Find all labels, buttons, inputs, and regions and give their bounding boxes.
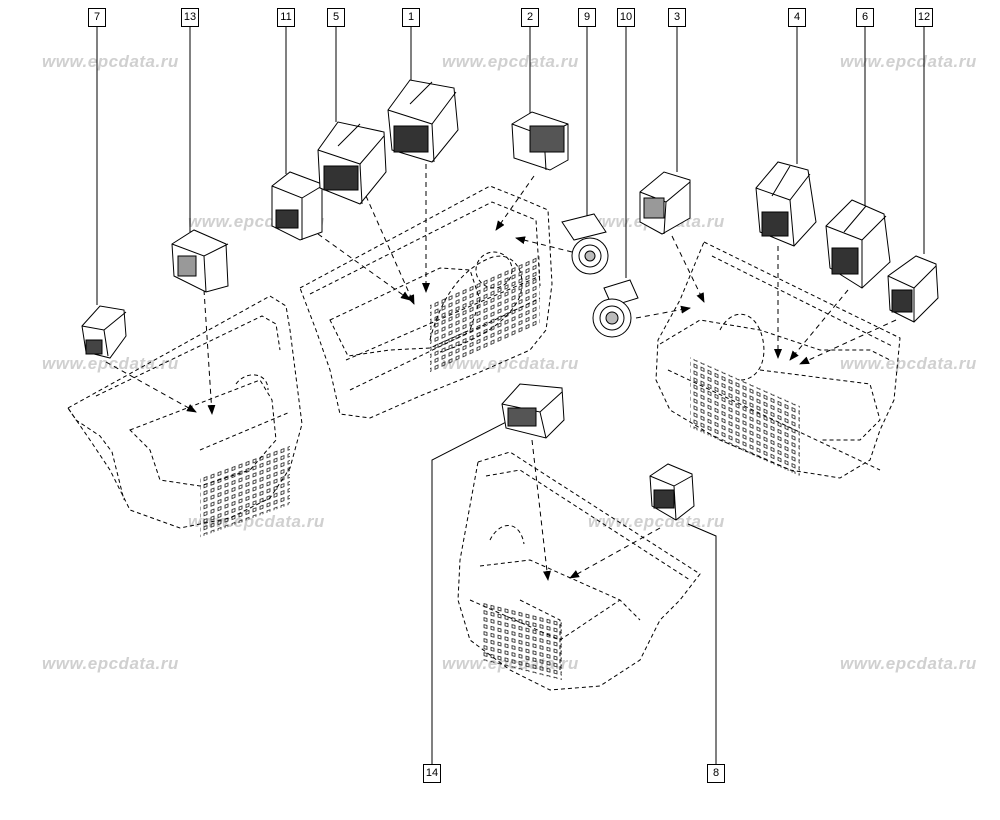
callout-11: 11	[277, 8, 295, 27]
switch-13	[171, 229, 229, 293]
watermark-7: www.epcdata.ru	[442, 354, 579, 373]
speaker-grille-2	[430, 254, 540, 374]
watermark-8: www.epcdata.ru	[840, 354, 977, 373]
callout-14: 14	[423, 764, 441, 783]
switch-9	[561, 213, 609, 275]
switch-12	[887, 255, 939, 323]
switch-1	[387, 79, 459, 163]
speaker-grille-1	[200, 444, 290, 538]
speaker-grille-4	[482, 600, 562, 681]
switch-4	[755, 161, 817, 247]
watermark-3: www.epcdata.ru	[840, 52, 977, 71]
switch-14	[501, 383, 565, 439]
callout-5: 5	[327, 8, 345, 27]
switch-3	[639, 171, 691, 235]
assembly-arrows	[105, 164, 897, 581]
watermark-2: www.epcdata.ru	[442, 52, 579, 71]
callout-13: 13	[181, 8, 199, 27]
switch-8	[649, 463, 695, 521]
callout-7: 7	[88, 8, 106, 27]
switch-10	[592, 279, 639, 338]
watermark-6: www.epcdata.ru	[42, 354, 179, 373]
leader-lines	[96, 26, 925, 764]
switch-5	[317, 121, 387, 205]
switch-11	[271, 171, 323, 241]
watermark-1: www.epcdata.ru	[42, 52, 179, 71]
callout-6: 6	[856, 8, 874, 27]
callout-4: 4	[788, 8, 806, 27]
watermark-13: www.epcdata.ru	[840, 654, 977, 673]
switch-2	[511, 111, 569, 171]
callout-9: 9	[578, 8, 596, 27]
callout-2: 2	[521, 8, 539, 27]
switch-7	[81, 305, 127, 359]
callout-10: 10	[617, 8, 635, 27]
watermark-10: www.epcdata.ru	[588, 512, 725, 531]
watermark-11: www.epcdata.ru	[42, 654, 179, 673]
callout-3: 3	[668, 8, 686, 27]
callout-1: 1	[402, 8, 420, 27]
callout-12: 12	[915, 8, 933, 27]
speaker-grille-3	[690, 357, 800, 477]
callout-8: 8	[707, 764, 725, 783]
switch-6	[825, 199, 891, 289]
